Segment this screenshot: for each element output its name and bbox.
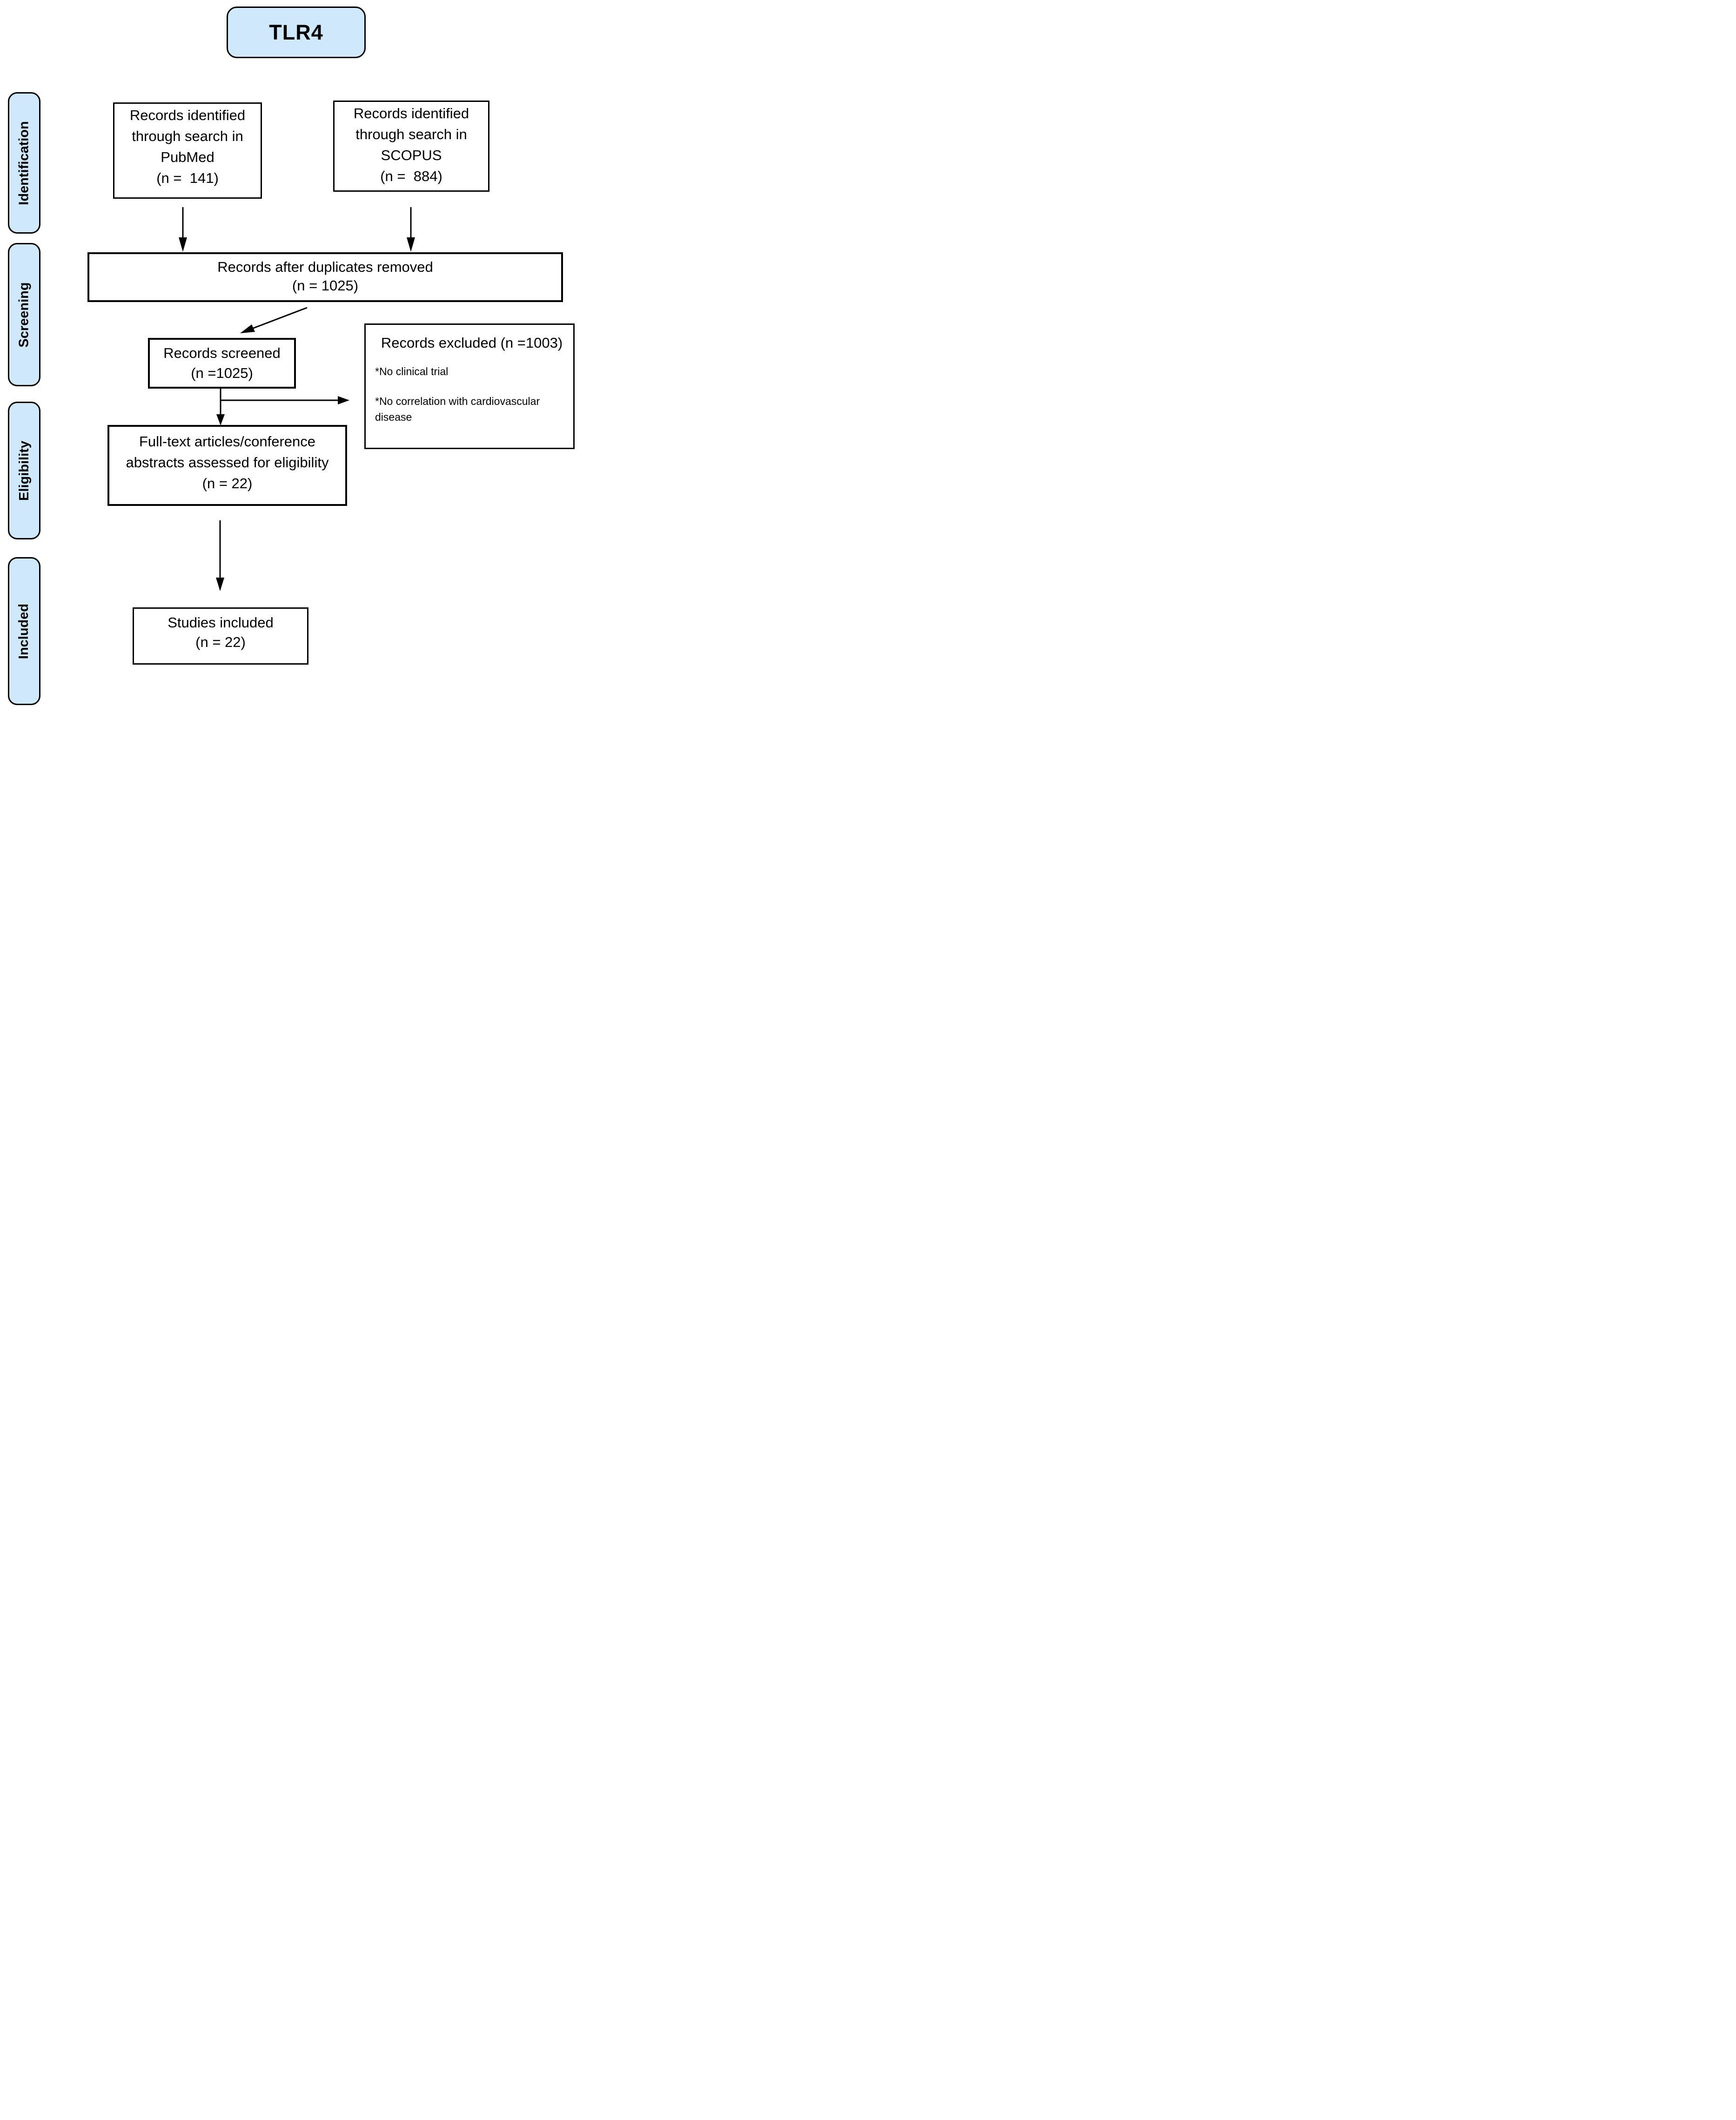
arrow-screened-to-excluded-icon <box>221 396 349 404</box>
stage-screening: Screening <box>8 243 40 386</box>
box-text-line: Records identified <box>129 107 246 123</box>
excluded-reason: *No clinical trial <box>375 365 449 377</box>
stage-identification-label: Identification <box>16 121 32 205</box>
box-text-line: abstracts assessed for eligibility <box>126 454 329 471</box>
excluded-reason: *No correlation with cardiovascular dise… <box>375 393 569 425</box>
box-records-screened: Records screened (n =1025) <box>148 338 296 389</box>
stage-eligibility-label: Eligibility <box>16 440 32 501</box>
box-count: (n = 884) <box>380 168 442 184</box>
prisma-flow-diagram: TLR4 Identification Screening Eligibilit… <box>0 0 579 707</box>
stage-included-label: Included <box>16 603 32 659</box>
box-count: (n = 22) <box>202 475 253 491</box>
stage-included: Included <box>8 557 40 705</box>
excluded-reason-line: *No correlation with cardiovascular <box>375 395 540 407</box>
box-duplicates-removed: Records after duplicates removed (n = 10… <box>87 252 563 302</box>
box-text-line: Records identified <box>353 105 469 121</box>
diagram-title: TLR4 <box>269 20 323 44</box>
arrow-screened-to-fulltext-icon <box>216 389 225 425</box>
box-text-line: Records screened <box>163 345 281 361</box>
stage-identification: Identification <box>8 92 40 234</box>
stage-eligibility: Eligibility <box>8 402 40 539</box>
box-records-excluded: Records excluded (n =1003) *No clinical … <box>364 323 575 449</box>
box-text-line: through search in <box>355 126 467 142</box>
box-count: (n = 141) <box>156 170 219 186</box>
box-count: (n =1025) <box>191 365 253 381</box>
stage-screening-label: Screening <box>16 282 32 348</box>
box-records-identified-pubmed: Records identified through search in Pub… <box>113 102 262 199</box>
box-text-line: Studies included <box>168 614 274 631</box>
excluded-reason-line: disease <box>375 411 412 423</box>
box-count: (n = 1025) <box>292 277 359 294</box>
diagram-title-box: TLR4 <box>227 7 366 58</box>
box-text-line: PubMed <box>161 149 214 165</box>
box-text-line: through search in <box>132 128 243 144</box>
arrow-duplicates-to-screened-icon <box>240 307 308 333</box>
box-records-identified-scopus: Records identified through search in SCO… <box>333 101 489 192</box>
box-count: (n = 22) <box>195 634 246 650</box>
arrow-pubmed-to-duplicates-icon <box>179 207 187 252</box>
arrow-scopus-to-duplicates-icon <box>407 207 415 252</box>
box-text-line: SCOPUS <box>381 147 442 163</box>
box-text-line: Full-text articles/conference <box>139 433 316 450</box>
box-fulltext-assessed: Full-text articles/conference abstracts … <box>107 425 347 506</box>
box-studies-included: Studies included (n = 22) <box>133 607 308 665</box>
box-text-line: Records after duplicates removed <box>217 259 433 275</box>
arrow-fulltext-to-included-icon <box>216 520 224 591</box>
excluded-title: Records excluded (n =1003) <box>381 335 563 351</box>
